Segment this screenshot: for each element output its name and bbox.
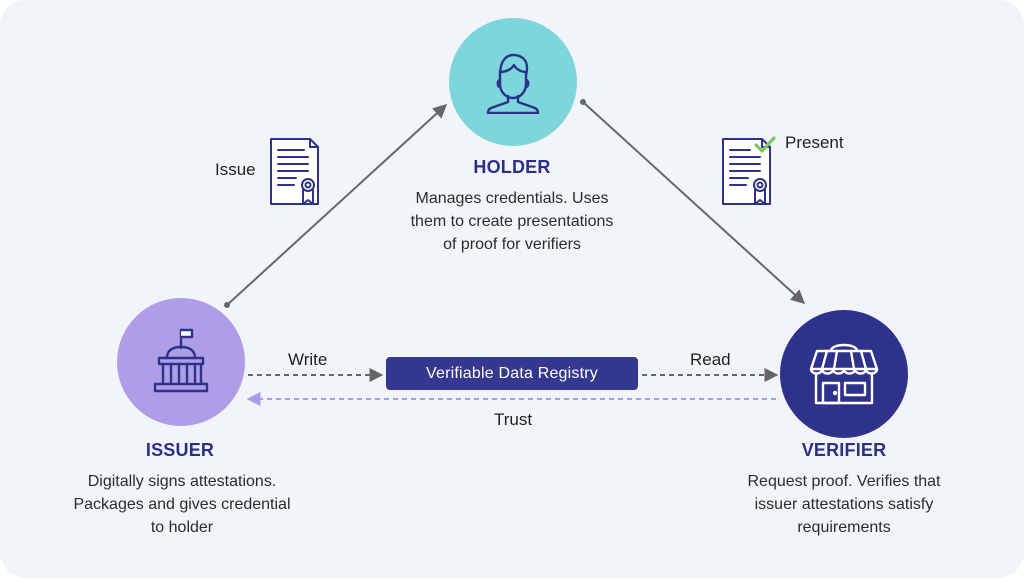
verifier-desc-line: requirements	[797, 519, 891, 536]
verifier-node	[780, 310, 908, 438]
government-building-icon	[153, 328, 209, 393]
issuer-title: ISSUER	[145, 440, 215, 460]
present-arrow	[580, 99, 806, 304]
checkmark-icon	[754, 136, 776, 153]
issue-arrow	[224, 104, 448, 308]
holder-desc-line: of proof for verifiers	[443, 236, 581, 253]
holder-title: HOLDER	[473, 157, 551, 177]
verifier-desc-line: Request proof. Verifies that	[747, 473, 941, 490]
issuer-desc-line: Digitally signs attestations.	[87, 473, 277, 490]
write-label: Write	[288, 350, 328, 369]
person-icon	[486, 53, 540, 114]
present-label: Present	[785, 133, 844, 152]
verifier-desc-line: issuer attestations satisfy	[754, 496, 934, 513]
holder-desc-line: them to create presentations	[410, 213, 614, 230]
issuer-desc-line: Packages and gives credential	[73, 496, 291, 513]
verifier-title: VERIFIER	[801, 440, 887, 460]
verifiable-data-registry: Verifiable Data Registry	[386, 357, 638, 390]
read-label: Read	[690, 350, 731, 369]
credential-document-icon	[270, 138, 319, 205]
issuer-desc-line: to holder	[150, 519, 214, 536]
issue-label: Issue	[215, 160, 256, 179]
issuer-description: Digitally signs attestations. Packages a…	[32, 470, 332, 539]
holder-desc-line: Manages credentials. Uses	[415, 190, 609, 207]
trust-label: Trust	[494, 410, 533, 429]
issuer-node	[117, 298, 245, 426]
verifier-description: Request proof. Verifies that issuer atte…	[694, 470, 994, 539]
storefront-icon	[809, 343, 879, 405]
holder-description: Manages credentials. Uses them to create…	[362, 187, 662, 256]
holder-node	[449, 18, 577, 146]
verified-credential-document-icon	[722, 136, 776, 205]
